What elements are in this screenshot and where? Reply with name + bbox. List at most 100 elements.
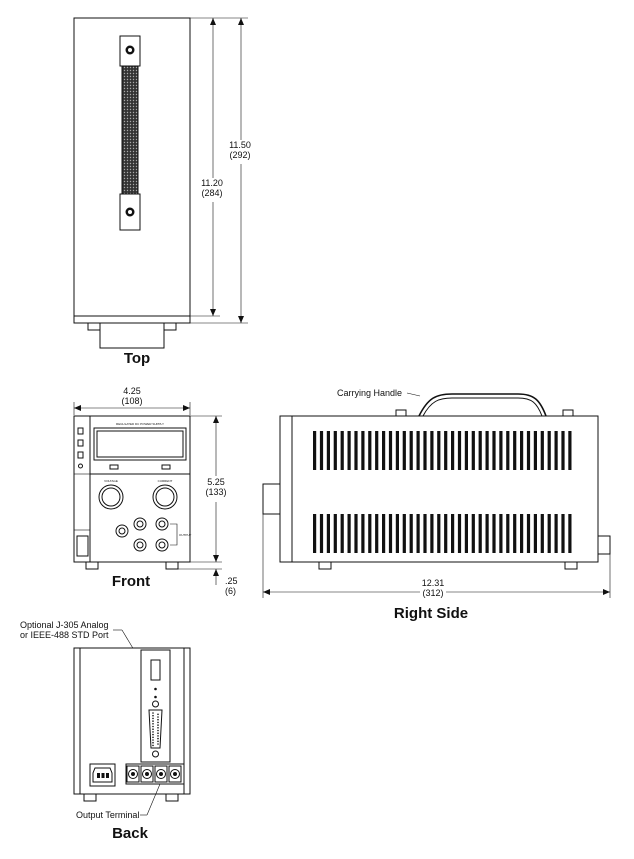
vent-slot [416,431,420,470]
dim-11-50-metric: (292) [229,150,250,160]
vent-slot [471,431,475,470]
db25-pin [152,736,154,739]
right-side-view: Carrying Handle 12.31 (312) Right Side [262,388,611,622]
option-port-window [150,659,161,681]
dim-5-25-metric: (133) [205,487,226,497]
handle-screw-top-center [128,48,132,52]
vent-slot [395,514,399,553]
top-view-label: Top [124,350,150,367]
knob-voltage-label: VOLTAGE [104,479,118,483]
front-switch-1 [77,427,84,435]
vent-slot [368,514,372,553]
vent-slot [444,431,448,470]
arrow-head [210,18,216,25]
current-knob-inner [155,487,175,507]
option-port-screw-top [152,700,159,708]
db25-pin [152,723,154,725]
output-jack-4-center [136,541,144,549]
vent-slot [485,431,489,470]
knob-current-label: CURRENT [158,479,173,483]
output-bracket [170,523,178,546]
vent-slot [513,514,517,553]
dim-11-50-value: 11.50 [229,140,251,150]
vent-slot [326,431,330,470]
vent-slot [513,431,517,470]
vent-slot [533,514,537,553]
front-display-button-right [161,464,171,470]
callout-port-line1: Optional J-305 Analog [20,620,109,630]
vent-slot [478,514,482,553]
db25-pin [157,718,159,721]
db25-pin [152,739,154,741]
dim-5-25-value: 5.25 [207,477,225,487]
dim-11-20-metric: (284) [201,188,222,198]
ac-inlet-pin [101,773,105,778]
output-jack-2-center [136,520,144,528]
vent-slot [457,431,462,470]
vent-slot [375,431,379,470]
front-switch-3 [77,451,84,459]
handle-grip-texture [121,65,139,195]
option-port-led-1 [154,687,157,691]
vent-slot [319,514,324,553]
vent-slot [568,514,572,553]
vent-slot [354,431,358,470]
db25-pin [157,740,159,743]
vent-slot [354,514,358,553]
front-indicator [78,463,83,469]
vent-slot [457,514,462,553]
side-rear-connector [597,535,611,555]
vent-slot [561,431,565,470]
top-front-panel [99,322,165,349]
top-view: 11.20 (284) 11.50 (292) Top [73,17,251,367]
vent-slot [540,431,544,470]
vent-slot [430,431,434,470]
back-view: Optional J-305 Analog or IEEE-488 STD Po… [20,620,191,842]
dim-12-31-value: 12.31 [422,578,445,588]
carrying-handle [418,393,547,417]
vent-slot [464,514,468,553]
db25-pin [152,744,154,747]
ac-inlet-pin [97,773,100,778]
arrow-head [238,316,244,323]
db25-pin [152,741,154,744]
back-view-label: Back [112,825,149,842]
vent-slot [340,514,344,553]
vent-slot [368,431,372,470]
vent-slot [319,431,324,470]
side-front-knob [262,483,281,515]
vent-slot [471,514,475,553]
db25-pin [157,743,159,745]
handle-screw-bottom-center [128,210,132,214]
back-foot-left [83,793,97,802]
db25-pin [157,724,159,726]
vent-slots-lower [313,514,572,553]
vent-slot [499,514,503,553]
vent-slots-upper [313,431,572,470]
side-screw-left [395,409,407,417]
front-display-button-left [109,464,119,470]
vent-slot [526,431,531,470]
front-foot-left [85,561,99,570]
db25-connector [148,709,163,749]
vent-slot [554,431,558,470]
arrow-head [263,589,270,595]
vent-slot [568,431,572,470]
vent-slot [423,431,427,470]
vent-slot [375,514,379,553]
vent-slot [464,431,468,470]
option-port-screw-bottom [152,750,159,758]
db25-pin [152,731,154,733]
db25-pin [157,727,159,729]
vent-slot [361,431,365,470]
vent-slot [520,431,524,470]
vent-slot [444,514,448,553]
vent-slot [409,514,413,553]
db25-pin [157,713,159,716]
vent-slot [402,514,406,553]
vent-slot [533,431,537,470]
arrow-head [603,589,610,595]
output-jack-1-center [118,527,126,535]
vent-slot [382,431,386,470]
